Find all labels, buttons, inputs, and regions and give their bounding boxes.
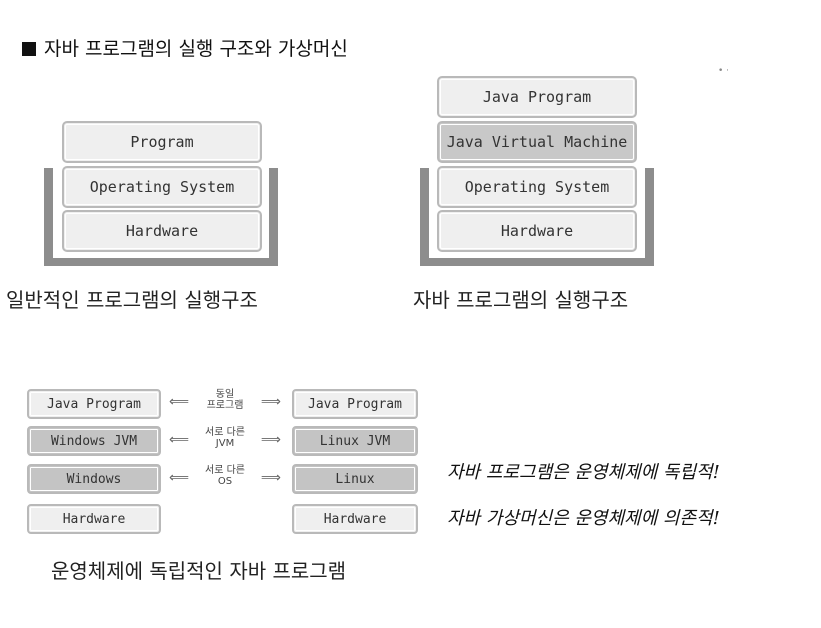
linux-jvm: Linux JVM	[292, 426, 418, 456]
section-title: 자바 프로그램의 실행 구조와 가상머신	[22, 34, 348, 61]
general-caption: 일반적인 프로그램의 실행구조	[6, 288, 258, 312]
windows-hardware: Hardware	[27, 504, 161, 534]
right-double-arrow-icon: ⟹	[260, 470, 281, 486]
java-caption: 자바 프로그램의 실행구조	[413, 288, 629, 312]
java-layer-java-program: Java Program	[437, 76, 637, 118]
compare-caption: 운영체제에 독립적인 자바 프로그램	[51, 559, 347, 583]
connector-label: 동일 프로그램	[206, 389, 244, 411]
linux-os: Linux	[292, 464, 418, 494]
general-layer-os: Operating System	[62, 166, 262, 208]
windows-os: Windows	[27, 464, 161, 494]
linux-java-program: Java Program	[292, 389, 418, 419]
right-double-arrow-icon: ⟹	[260, 432, 281, 448]
note-jvm-dependent: 자바 가상머신은 운영체제에 의존적!	[447, 508, 720, 529]
connector-label: 서로 다른 OS	[205, 465, 245, 487]
left-double-arrow-icon: ⟸	[169, 432, 190, 448]
connector-label: 서로 다른 JVM	[205, 427, 245, 449]
right-double-arrow-icon: ⟹	[260, 394, 281, 410]
section-title-text: 자바 프로그램의 실행 구조와 가상머신	[44, 38, 348, 60]
stray-marks: • ·	[718, 66, 730, 76]
left-double-arrow-icon: ⟸	[169, 470, 190, 486]
connector-different-os: ⟸ 서로 다른 OS ⟹	[165, 465, 285, 495]
java-layer-os: Operating System	[437, 166, 637, 208]
general-layer-program: Program	[62, 121, 262, 163]
connector-different-jvm: ⟸ 서로 다른 JVM ⟹	[165, 427, 285, 457]
square-bullet-icon	[22, 42, 36, 56]
windows-jvm: Windows JVM	[27, 426, 161, 456]
java-layer-jvm: Java Virtual Machine	[437, 121, 637, 163]
windows-java-program: Java Program	[27, 389, 161, 419]
left-double-arrow-icon: ⟸	[169, 394, 190, 410]
linux-hardware: Hardware	[292, 504, 418, 534]
java-layer-hardware: Hardware	[437, 210, 637, 252]
connector-same-program: ⟸ 동일 프로그램 ⟹	[165, 389, 285, 419]
general-layer-hardware: Hardware	[62, 210, 262, 252]
note-java-independent: 자바 프로그램은 운영체제에 독립적!	[447, 462, 720, 483]
